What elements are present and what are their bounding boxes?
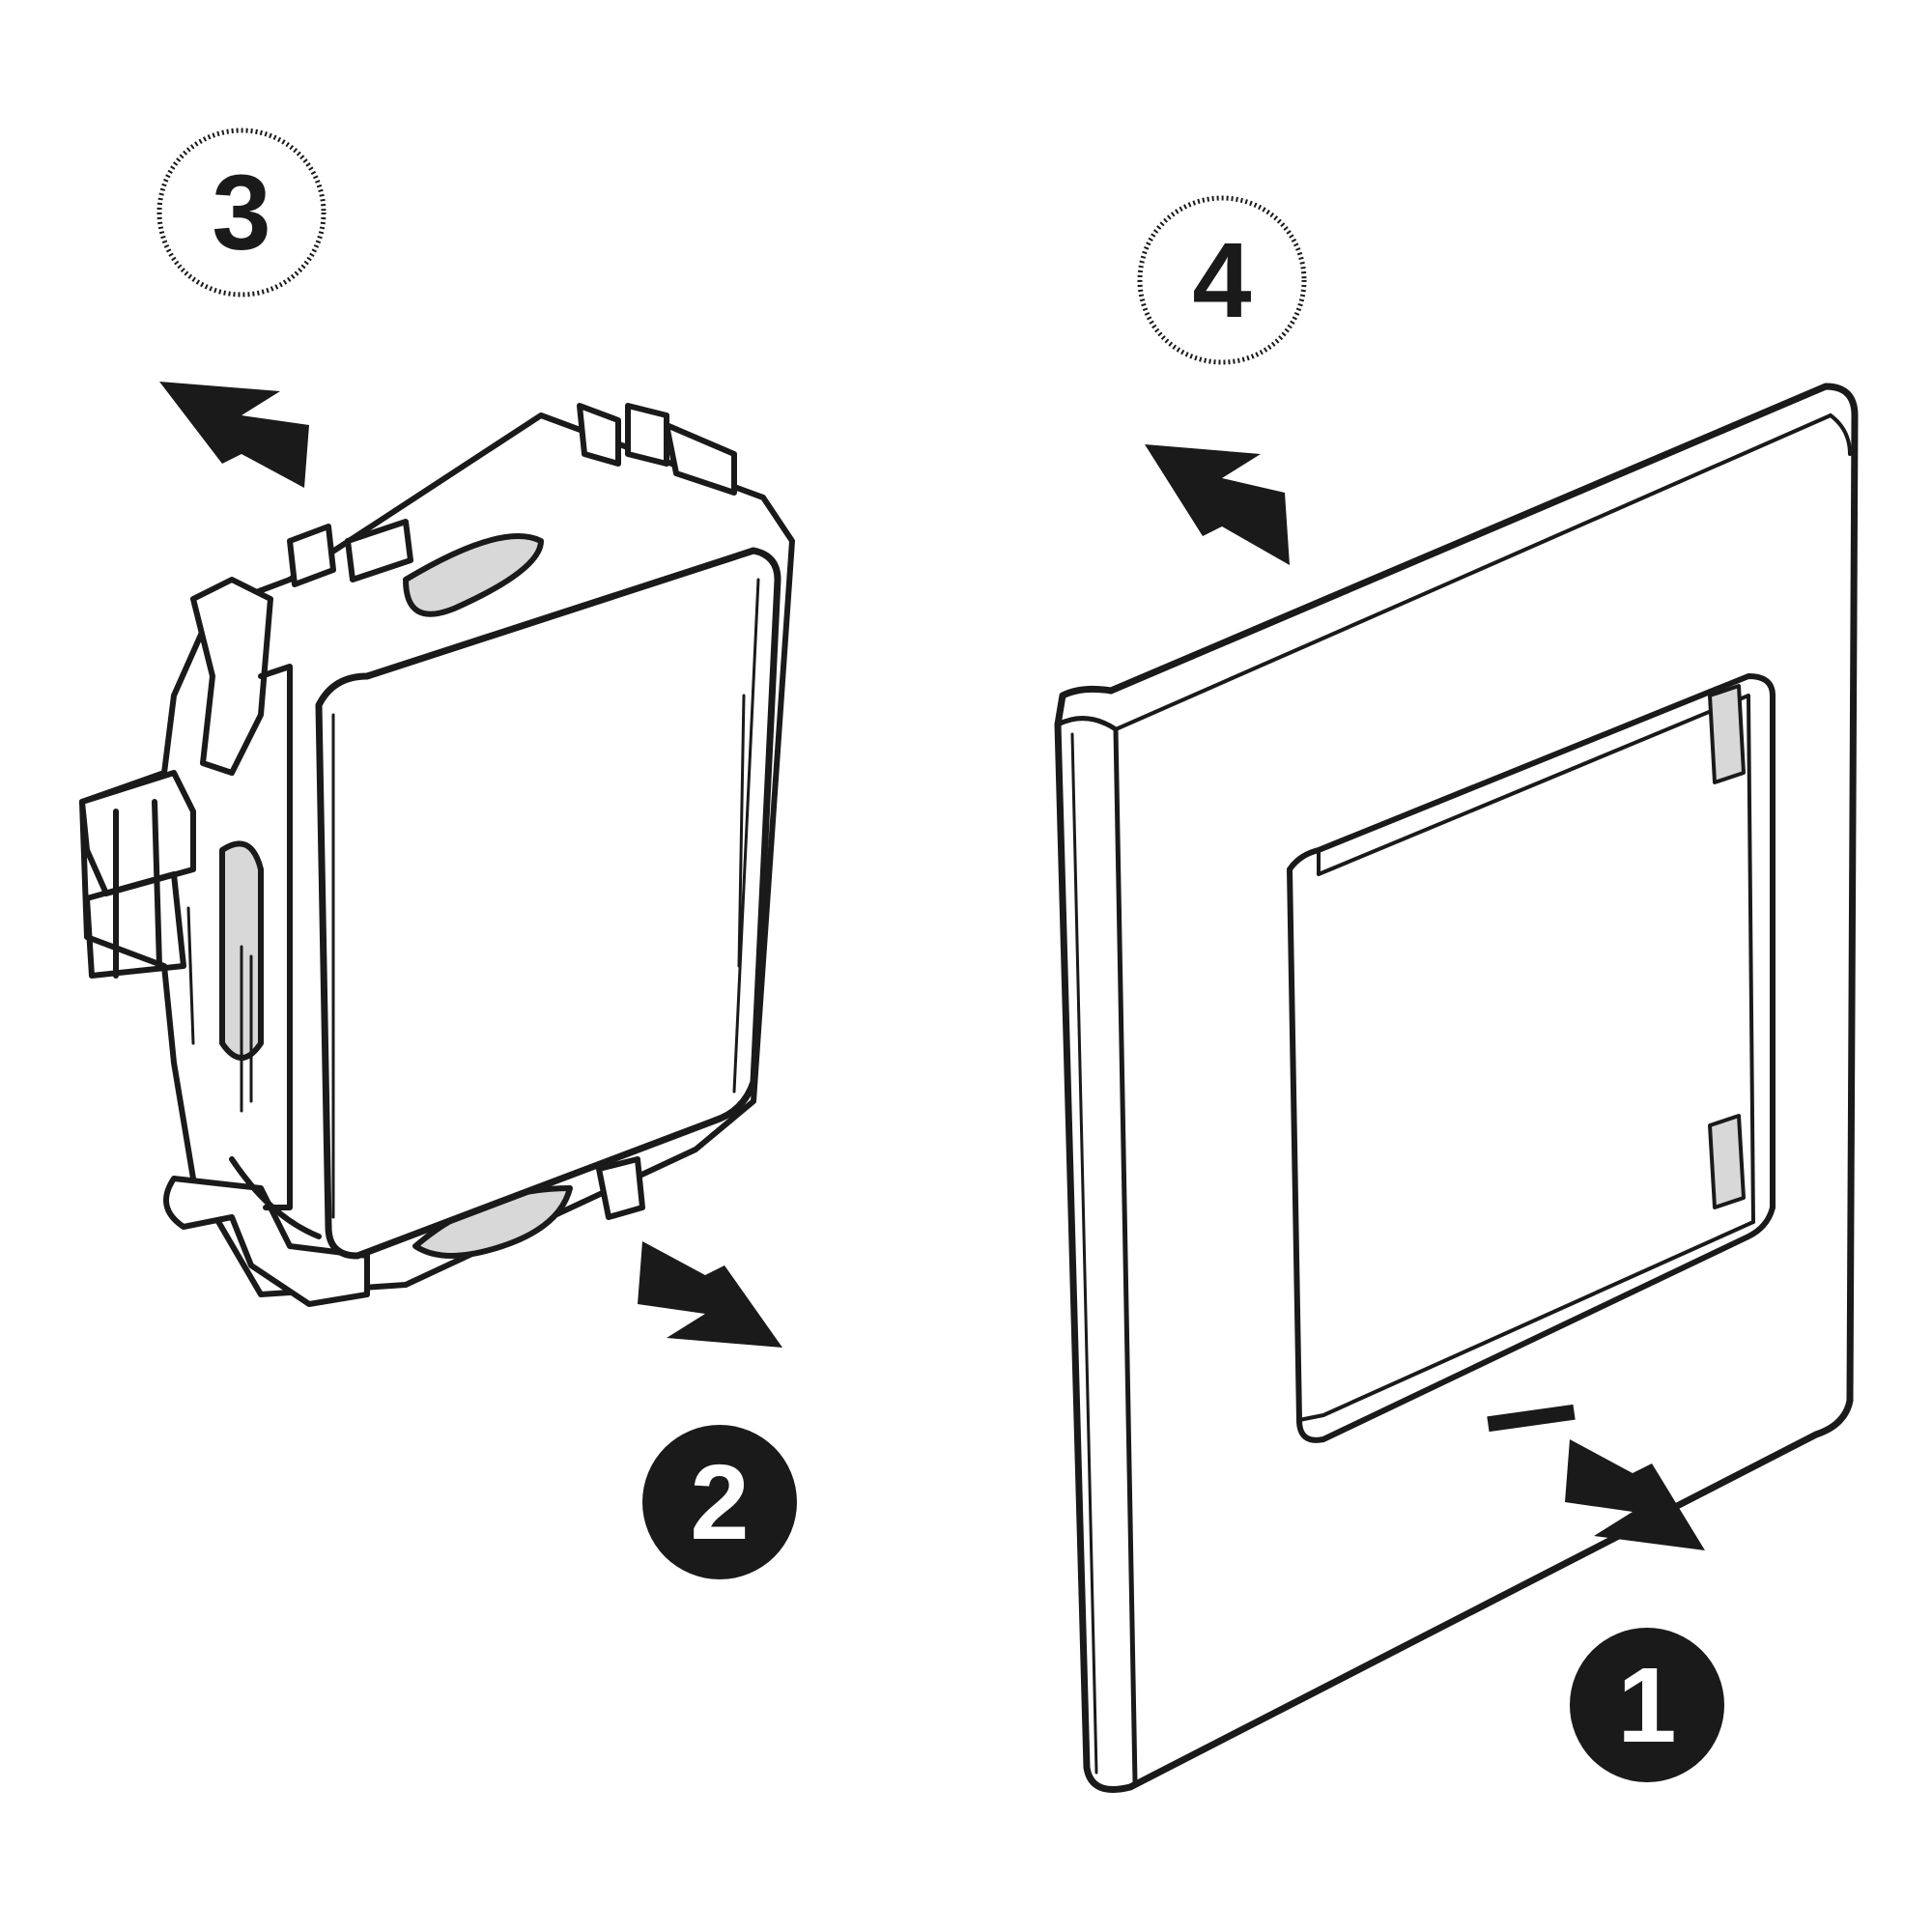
step-2-circle bbox=[642, 1425, 797, 1579]
arrow-down-right-1 bbox=[1565, 1439, 1705, 1550]
step-4-circle bbox=[1137, 195, 1307, 365]
arrow-down-right-2 bbox=[638, 1241, 782, 1348]
step-3-number: 3 bbox=[212, 154, 270, 272]
cover-frame bbox=[1054, 383, 1859, 1793]
direction-arrows bbox=[159, 382, 1705, 1550]
step-4-number: 4 bbox=[1192, 221, 1251, 340]
step-1-circle bbox=[1570, 1628, 1724, 1782]
switch-mechanism bbox=[79, 403, 795, 1307]
step-3-circle bbox=[156, 128, 327, 298]
arrow-up-left-4 bbox=[1145, 444, 1290, 565]
arrow-up-left-3 bbox=[159, 382, 309, 488]
step-1-number: 1 bbox=[1617, 1646, 1676, 1765]
step-labels: 3 4 2 1 bbox=[156, 128, 1724, 1782]
step-2-number: 2 bbox=[690, 1443, 749, 1562]
